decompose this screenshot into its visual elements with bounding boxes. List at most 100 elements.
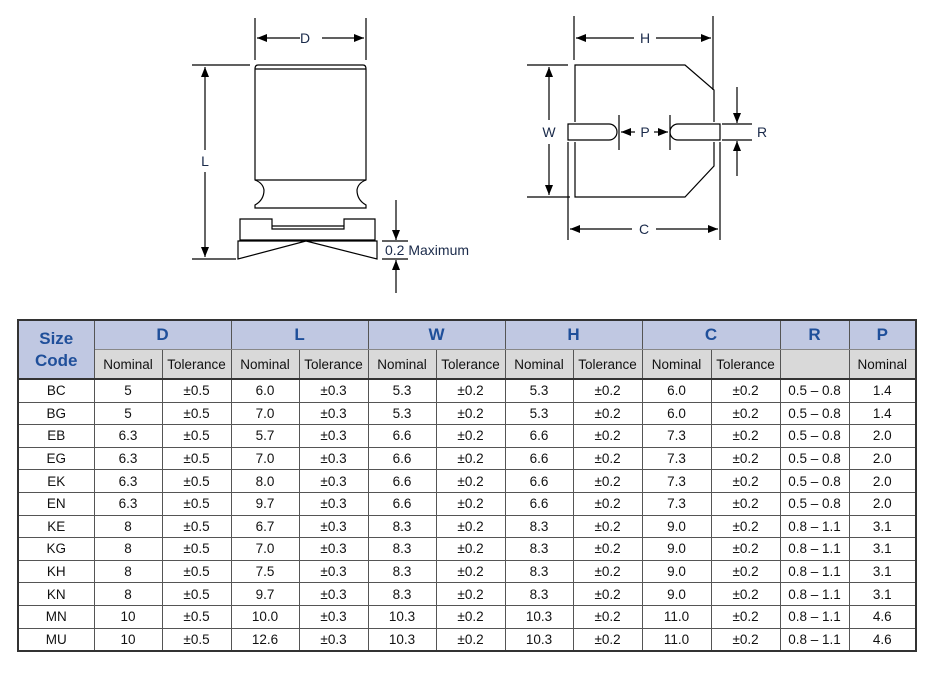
code-label: Code [35,350,78,370]
table-cell: 6.6 [367,469,437,493]
table-cell: 3.1 [848,582,917,606]
w-tolerance: Tolerance [435,349,506,380]
table-cell: 3.1 [848,559,917,584]
header-p: P [848,319,917,350]
table-cell: ±0.5 [161,627,232,652]
table-cell: ±0.2 [572,469,643,493]
table-cell: 0.8 – 1.1 [779,627,850,652]
label-w: W [542,124,556,140]
table-cell: ±0.2 [710,469,781,493]
size-code-cell: EK [17,469,95,493]
table-cell: 4.6 [848,627,917,652]
dimension-drawings: D L 0.2 Maximum H W P R C [192,16,767,293]
table-cell: 6.6 [504,491,574,516]
capacitor-side-view [192,18,408,293]
table-cell: ±0.2 [710,604,781,629]
table-cell: ±0.5 [161,537,232,561]
size-code-cell: MN [17,604,95,629]
table-cell: ±0.2 [572,537,643,561]
table-cell: 6.6 [504,424,574,448]
table-cell: 9.7 [230,582,300,606]
table-cell: ±0.2 [435,378,506,403]
label-l: L [201,153,209,169]
table-cell: 11.0 [641,627,712,652]
size-code-cell: EG [17,446,95,471]
table-cell: ±0.3 [298,627,369,652]
table-cell: 8.3 [367,537,437,561]
header-row-sub: Nominal Tolerance Nominal Tolerance Nomi… [18,349,917,380]
table-cell: ±0.2 [435,446,506,471]
table-cell: ±0.2 [710,446,781,471]
table-cell: 0.5 – 0.8 [779,491,850,516]
header-h: H [504,319,643,350]
table-cell: ±0.2 [435,604,506,629]
table-cell: ±0.2 [435,469,506,493]
table-cell: 9.0 [641,582,712,606]
table-cell: ±0.2 [572,491,643,516]
table-cell: 3.1 [848,514,917,539]
table-cell: 9.0 [641,514,712,539]
table-cell: ±0.3 [298,514,369,539]
table-cell: ±0.5 [161,491,232,516]
table-cell: ±0.5 [161,446,232,471]
size-code-cell: KH [17,559,95,584]
table-cell: ±0.2 [710,424,781,448]
table-cell: ±0.3 [298,446,369,471]
table-cell: ±0.2 [435,424,506,448]
table-cell: 0.5 – 0.8 [779,401,850,426]
table-cell: ±0.2 [435,627,506,652]
table-cell: 5 [93,401,163,426]
table-cell: ±0.3 [298,469,369,493]
label-c: C [639,221,649,237]
d-nominal: Nominal [93,349,163,380]
table-cell: ±0.3 [298,424,369,448]
table-cell: 6.0 [641,401,712,426]
table-cell: 0.8 – 1.1 [779,514,850,539]
p-nominal: Nominal [848,349,917,380]
table-cell: 0.8 – 1.1 [779,537,850,561]
table-cell: 5.3 [504,401,574,426]
table-cell: 10.3 [367,627,437,652]
table-cell: ±0.2 [710,559,781,584]
table-cell: ±0.3 [298,378,369,403]
size-code-cell: EB [17,424,95,448]
table-cell: 9.7 [230,491,300,516]
table-cell: ±0.5 [161,514,232,539]
r-blank [779,349,850,380]
table-cell: 5 [93,378,163,403]
header-c: C [641,319,781,350]
table-cell: 7.3 [641,446,712,471]
table-cell: ±0.5 [161,582,232,606]
table-cell: 7.0 [230,401,300,426]
label-d: D [300,30,310,46]
header-d: D [93,319,232,350]
table-cell: 2.0 [848,469,917,493]
table-cell: 2.0 [848,491,917,516]
table-cell: 9.0 [641,537,712,561]
table-cell: ±0.5 [161,559,232,584]
table-cell: 8.3 [367,559,437,584]
table-cell: 6.3 [93,446,163,471]
table-cell: 6.6 [367,491,437,516]
table-cell: 10 [93,627,163,652]
label-r: R [757,124,767,140]
table-cell: 8 [93,514,163,539]
table-cell: 6.6 [367,446,437,471]
table-cell: 8 [93,559,163,584]
table-cell: 6.6 [504,469,574,493]
table-cell: ±0.5 [161,469,232,493]
table-cell: 4.6 [848,604,917,629]
table-cell: 8.3 [504,514,574,539]
table-cell: 9.0 [641,559,712,584]
d-tolerance: Tolerance [161,349,232,380]
size-code-cell: BG [17,401,95,426]
table-cell: ±0.2 [710,491,781,516]
